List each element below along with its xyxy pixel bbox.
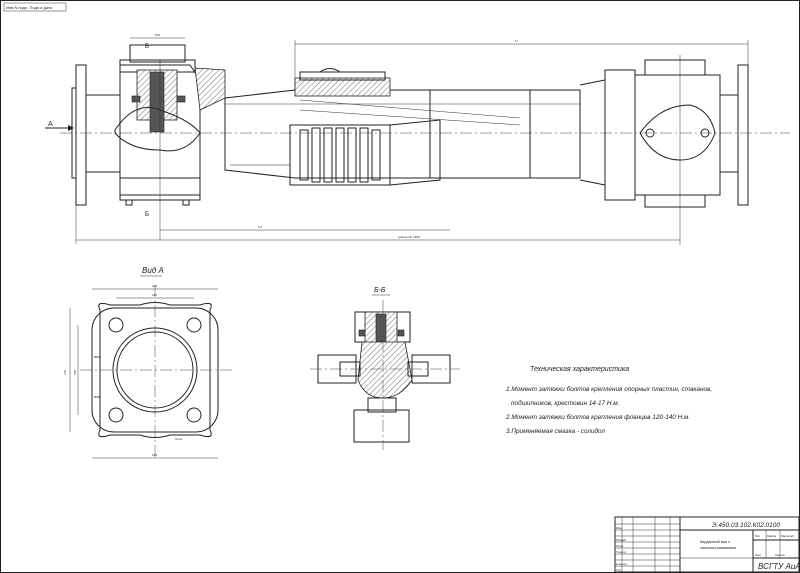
archive-stamp-text: Инв.N подл. Подп.и дата [6, 5, 53, 10]
dim-view-w: 164 [152, 284, 157, 288]
section-a-mark: А [48, 121, 53, 128]
tb-mass: Масса [767, 534, 776, 538]
tb-r2: Разраб. [616, 538, 627, 542]
section-bb-label: Б-Б [374, 287, 386, 294]
tech-line-3: 3.Применяемая смазка - солидол [506, 427, 605, 435]
view-a-flange: Вид А 164 110 130 150 Ø84 Ø90 194 4 отв. [63, 266, 232, 460]
right-flange [737, 64, 749, 206]
view-a-label: Вид А [142, 266, 164, 275]
section-b-b: Б-Б [310, 287, 460, 450]
tb-r3: Пров. [616, 544, 624, 548]
tech-line-2: 2.Момент затяжки болтов крепления фланце… [505, 413, 690, 421]
tech-line-1b: подшипников, крестовин 14-17 Н.м. [511, 399, 619, 407]
title-block: Изм Разраб. Пров. Т.контр. Н.контр. Утв.… [614, 516, 800, 573]
dim-view-d2: Ø90 [94, 395, 100, 399]
tb-org: ВСГТУ АиАХ [758, 562, 800, 571]
dim-bottom: длина min 1950 [398, 235, 420, 239]
spline-sleeve [294, 77, 391, 97]
dim-view-h: 130 [63, 370, 67, 375]
tb-r6: Утв. [616, 568, 622, 572]
tb-sheets: Листов [775, 553, 785, 557]
tech-title: Техническая характеристика [530, 366, 629, 373]
tb-r1: Изм [616, 526, 622, 530]
tech-line-1a: 1.Момент затяжки болтов крепления опорны… [506, 385, 712, 393]
tb-scale: Масштаб [781, 534, 794, 538]
tb-sheet: Лист [755, 553, 762, 557]
right-yoke [604, 69, 636, 201]
left-flange [75, 64, 87, 206]
section-b-mark-top: Б [145, 44, 149, 50]
dim-overall: 1т [515, 39, 519, 43]
tb-lit: Лит [755, 534, 761, 538]
dim-left: 5,1 [258, 225, 263, 229]
archive-stamp: Инв.N подл. Подп.и дата [3, 2, 67, 12]
dim-view-d1: Ø84 [94, 355, 100, 359]
dim-view-holes: 4 отв. [175, 437, 183, 441]
tb-name-1: Карданный вал с [700, 540, 730, 544]
cardan-shaft-assembly: А Б Б 100 1т 5,1 длина min 1950 [45, 33, 790, 245]
cross-arm-bottom [353, 409, 410, 443]
section-b-mark-bottom: Б [145, 212, 149, 218]
tb-r5: Н.контр. [616, 562, 628, 566]
tb-name-2: самонастраиванием [700, 546, 736, 550]
technical-notes: Техническая характеристика 1.Момент затя… [505, 366, 712, 435]
dim-view-w2: 110 [152, 293, 157, 297]
dim-view-h2: 150 [73, 370, 77, 375]
dim-top-b: 100 [155, 33, 160, 37]
tb-code: Э.450.03.102.К02.0100 [712, 522, 780, 529]
dim-view-bottom: 194 [152, 453, 157, 457]
tb-r4: Т.контр. [616, 550, 627, 554]
